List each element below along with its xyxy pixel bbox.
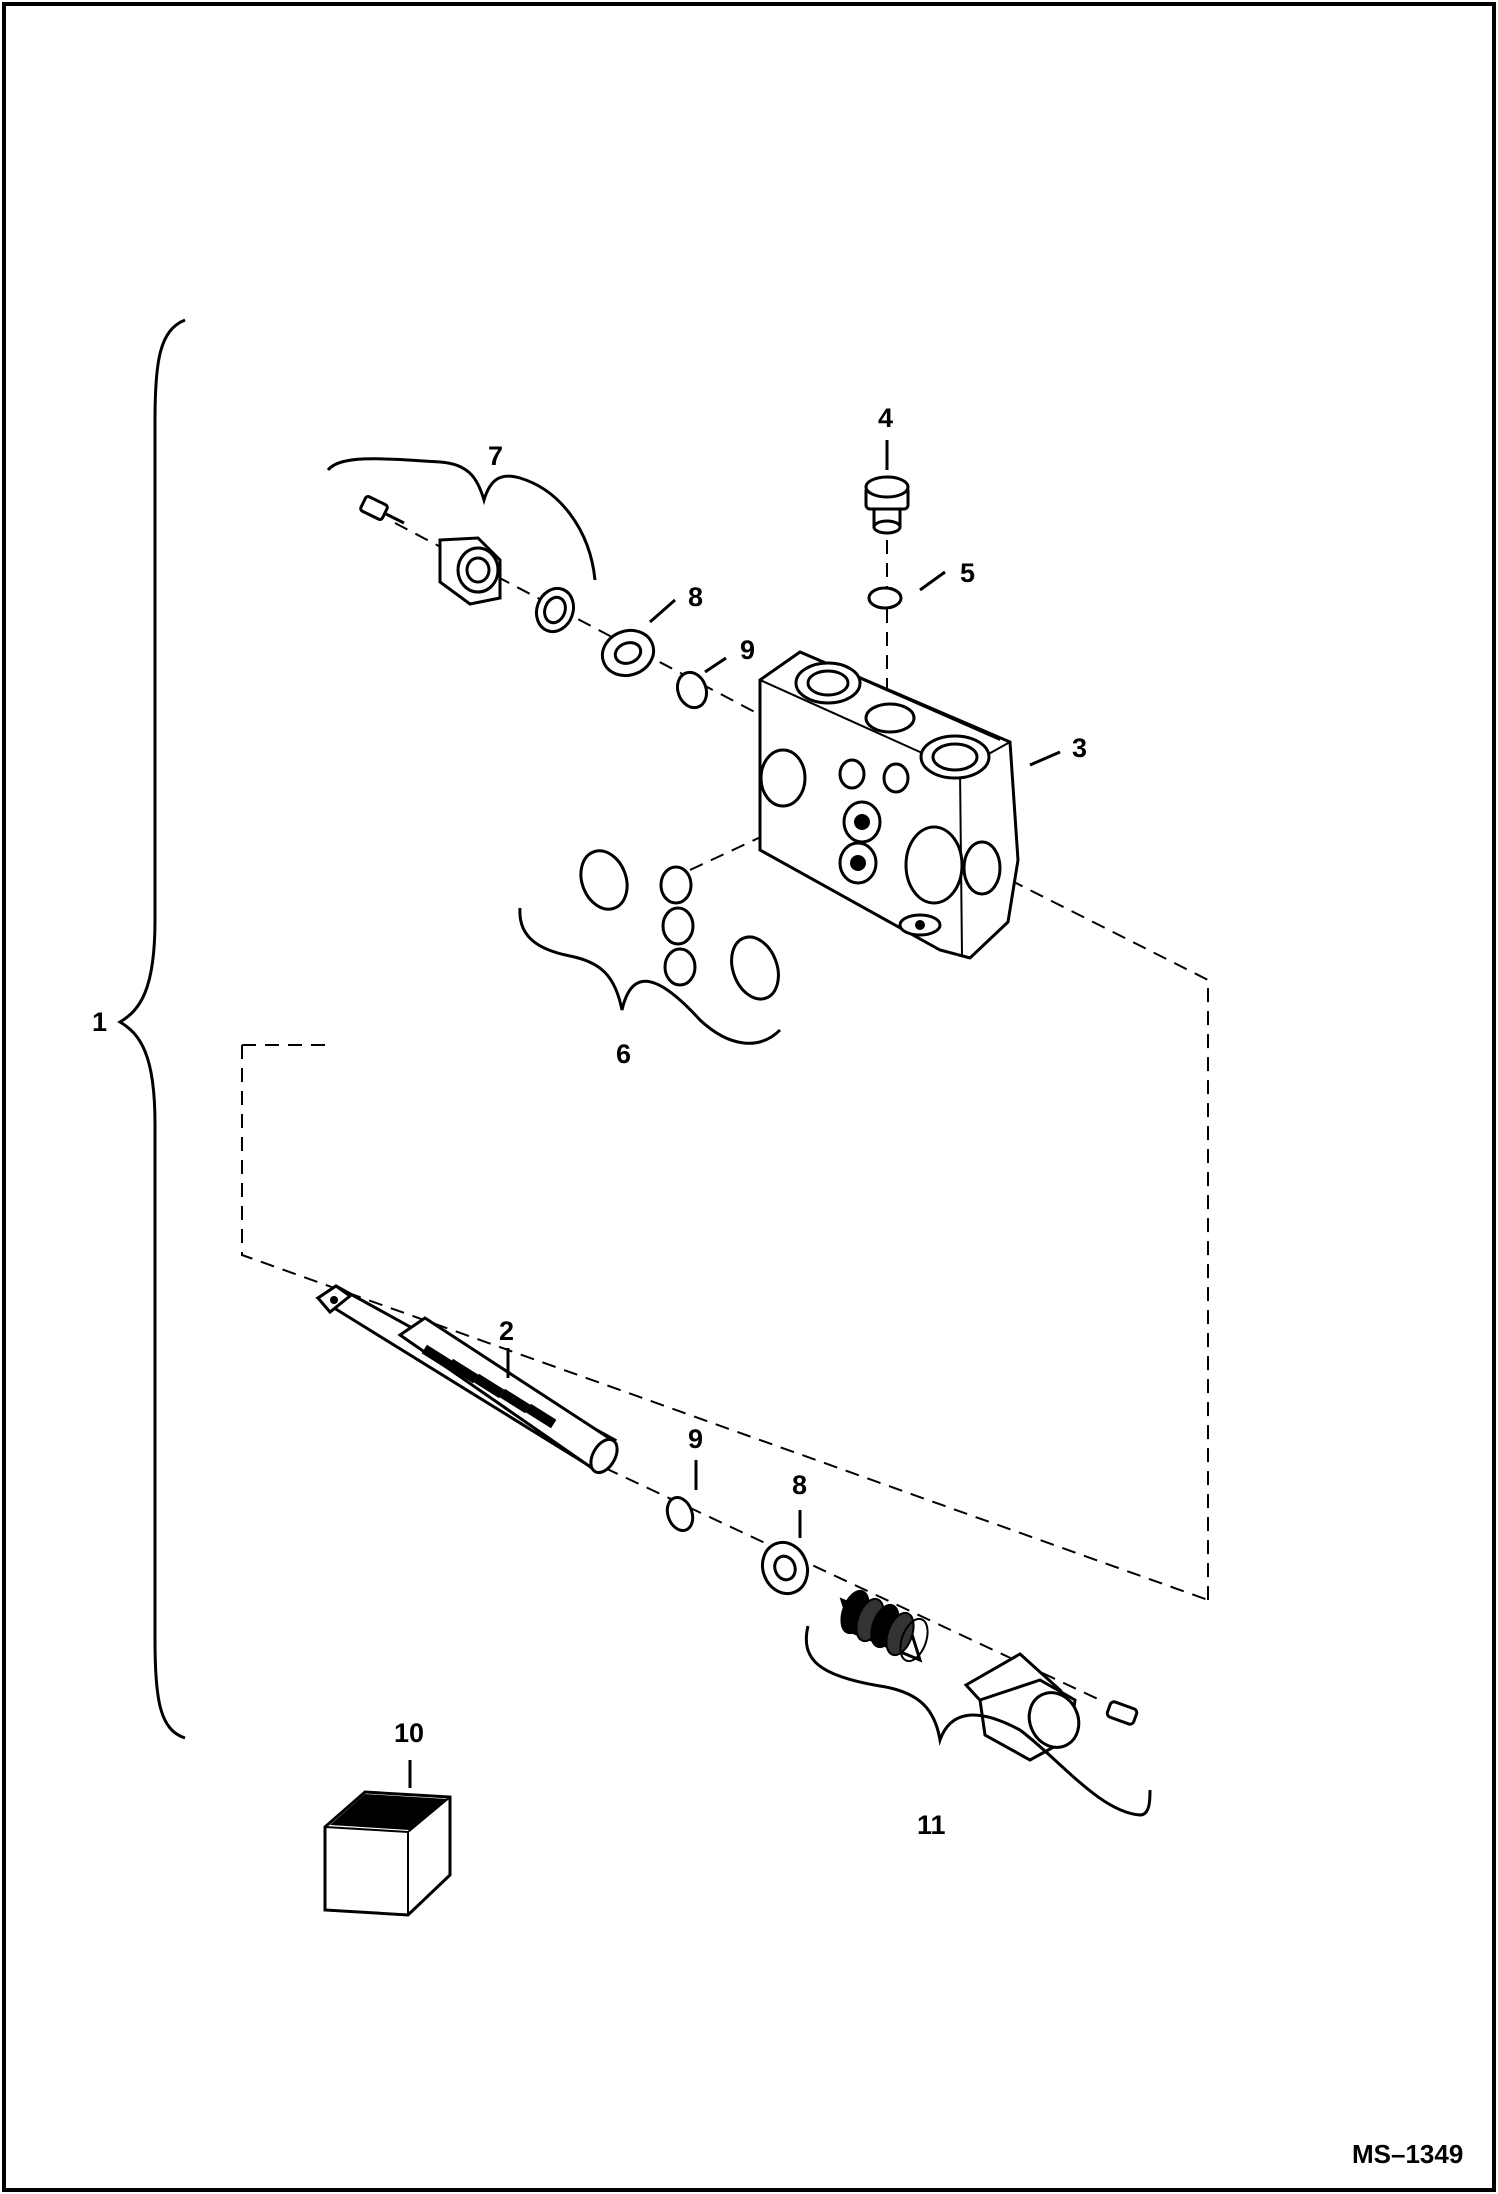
washer-upper — [600, 628, 656, 678]
o-ring-lower — [665, 1496, 695, 1532]
o-ring-upper — [675, 670, 709, 710]
callout-10: 10 — [394, 1718, 424, 1748]
callout-8-lower: 8 — [792, 1470, 807, 1500]
callout-4: 4 — [878, 403, 893, 433]
o-ring-plug — [867, 586, 903, 610]
reference-code: MS–1349 — [1352, 2139, 1463, 2169]
end-cap-brace-upper — [326, 457, 597, 581]
callout-11: 11 — [917, 1810, 946, 1840]
callout-1: 1 — [92, 1007, 107, 1037]
end-cap-brace-lower — [804, 1625, 1152, 1817]
alignment-lines — [241, 522, 1209, 1701]
callout-3: 3 — [1072, 733, 1087, 763]
callout-8-upper: 8 — [688, 582, 703, 612]
leader-lines — [408, 440, 1061, 1788]
assembly-brace — [117, 318, 186, 1740]
callout-9-upper: 9 — [740, 635, 755, 665]
valve-section-body — [758, 650, 1020, 960]
callout-2: 2 — [499, 1316, 514, 1346]
plug — [864, 475, 910, 535]
o-ring-kit — [579, 849, 780, 1001]
callout-5: 5 — [960, 558, 975, 588]
end-cap-group-upper — [359, 495, 576, 634]
washer-lower — [760, 1540, 810, 1596]
spool — [315, 1284, 619, 1475]
callout-9-lower: 9 — [688, 1424, 703, 1454]
callout-7: 7 — [488, 441, 503, 471]
callout-6: 6 — [616, 1039, 631, 1069]
seal-kit-box — [323, 1790, 452, 1917]
callout-labels: 1 2 3 4 5 6 7 8 8 9 9 10 11 MS–1349 — [92, 403, 1463, 2169]
seal-kit-brace — [518, 907, 782, 1045]
end-cap-group-lower — [839, 1589, 1139, 1762]
